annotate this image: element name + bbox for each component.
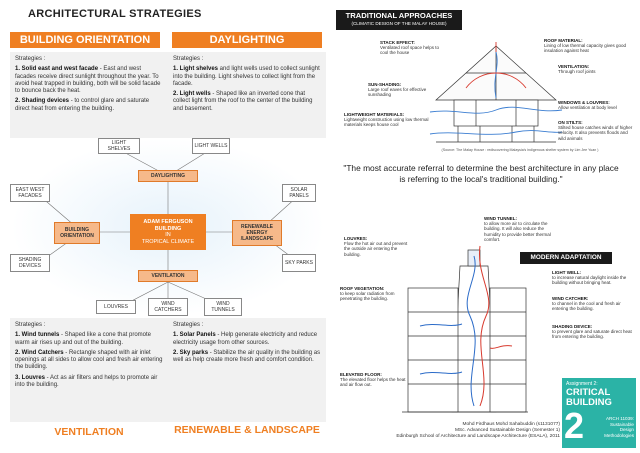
mindmap-area: LIGHT SHELVES LIGHT WELLS DAYLIGHTING EA…: [10, 138, 326, 316]
strategy-item: 1. Wind tunnels - Shaped like a cone tha…: [15, 332, 152, 346]
mindmap-leaf-sky-parks: SKY PARKS: [282, 254, 316, 272]
assignment-label: Assignment 2:: [566, 381, 598, 387]
assignment-title-line1: CRITICAL: [566, 387, 611, 398]
annotation-roof-material: ROOF MATERIAL:Lining of low thermal capa…: [544, 38, 627, 54]
strategy-item: 2. Sky parks - Stabilize the air quality…: [173, 349, 321, 364]
strategy-item: 2. Shading devices - to control glare an…: [15, 98, 150, 112]
assignment-number: 2: [564, 405, 585, 446]
credit-author: Mohd Firdhaus Mohd Sahabuddin (s1131077): [462, 422, 560, 427]
credit-programme: MSc. Advanced Sustainable Design (Semest…: [454, 428, 560, 433]
modern-building-illustration: [402, 245, 528, 413]
course-info: ARCH 11039: Sustainable Design Methodolo…: [604, 416, 634, 438]
mindmap-node-ventilation: VENTILATION: [138, 270, 198, 282]
credits: Mohd Firdhaus Mohd Sahabuddin (s1131077)…: [336, 422, 560, 440]
annotation-louvres: LOUVRES:Flow the hot air out and prevent…: [344, 236, 408, 257]
strategy-item: 2. Light wells - Shaped like an inverted…: [173, 91, 313, 112]
strategies-label: Strategies :: [15, 322, 46, 328]
renewable-heading: RENEWABLE & LANDSCAPE: [174, 424, 320, 436]
malay-house-illustration: [429, 42, 563, 143]
mindmap-leaf-louvres: LOUVRES: [96, 300, 136, 314]
renewable-panel: Strategies : 1. Solar Panels - Help gene…: [168, 318, 326, 422]
annotation-on-stilts: ON STILTS:Stilted house catches winds of…: [558, 120, 633, 141]
mindmap-leaf-solar-panels: SOLAR PANELS: [282, 184, 316, 202]
credit-school: Edinburgh School of Architecture and Lan…: [396, 434, 560, 439]
annotation-shading-device: SHADING DEVICE:to prevent glare and satu…: [552, 324, 632, 340]
daylighting-panel: Strategies : 1. Light shelves and light …: [168, 52, 326, 138]
mindmap-leaf-east-west-facades: EAST WEST FACADES: [10, 184, 50, 202]
traditional-heading: TRADITIONAL APPROACHES (CLIMATIC DESIGN …: [336, 10, 462, 30]
annotation-wind-catcher: WIND CATCHER:to channel in the cool and …: [552, 296, 621, 312]
annotation-windows-louvres: WINDOWS & LOUVRES:Allow ventilation at b…: [558, 100, 617, 111]
strategy-item: 2. Wind Catchers - Rectangle shaped with…: [15, 349, 163, 371]
annotation-elevated-floor: ELEVATED FLOOR:The elevated floor helps …: [340, 372, 406, 388]
annotation-light-well: LIGHT WELL:to increase natural daylight …: [552, 270, 627, 286]
annotation-wind-tunnel: WIND TUNNEL:to allow more air to circula…: [484, 216, 551, 242]
mindmap-node-renewable: RENEWABLE ENERGY /LANDSCAPE: [232, 220, 282, 246]
annotation-ventilation: VENTILATION:Through roof joints: [558, 64, 596, 75]
strategy-item: 1. Solid east and west facade - East and…: [15, 66, 161, 95]
strategy-item: 1. Solar Panels - Help generate electric…: [173, 332, 318, 346]
daylighting-heading: DAYLIGHTING: [172, 32, 322, 48]
strategies-label: Strategies :: [173, 56, 204, 62]
assignment-badge: Assignment 2: CRITICAL BUILDING 2 ARCH 1…: [562, 378, 636, 448]
quote-text: "The most accurate referral to determine…: [343, 163, 619, 184]
mindmap-leaf-shading-devices: SHADING DEVICES: [10, 254, 50, 272]
annotation-roof-vegetation: ROOF VEGETATION:to keep solar radiation …: [340, 286, 395, 302]
mindmap-leaf-light-wells: LIGHT WELLS: [192, 138, 230, 154]
page-title: ARCHITECTURAL STRATEGIES: [28, 8, 202, 20]
strategies-label: Strategies :: [173, 322, 204, 328]
mindmap-hub: ADAM FERGUSON BUILDING IN TROPICAL CLIMA…: [130, 214, 206, 250]
annotation-stack-effect: STACK EFFECT:Ventilated roof space helps…: [380, 40, 440, 56]
ventilation-panel: Strategies : 1. Wind tunnels - Shaped li…: [10, 318, 168, 422]
assignment-title-line2: BUILDING: [566, 397, 612, 408]
annotation-sun-shading: SUN-SHADING:Large roof eaves for effecti…: [368, 82, 427, 98]
mindmap-node-building-orientation: BUILDING ORIENTATION: [54, 222, 100, 244]
ventilation-heading: VENTILATION: [54, 426, 124, 438]
mindmap-node-daylighting: DAYLIGHTING: [138, 170, 198, 182]
modern-heading: MODERN ADAPTATION: [520, 252, 612, 264]
mindmap-leaf-wind-tunnels: WIND TUNNELS: [204, 298, 242, 316]
mindmap-leaf-wind-catchers: WIND CATCHERS: [148, 298, 188, 316]
building-orientation-heading: BUILDING ORIENTATION: [10, 32, 160, 48]
strategy-item: 3. Louvres - Act as air filters and help…: [15, 374, 158, 389]
strategy-item: 1. Light shelves and light wells used to…: [173, 66, 320, 87]
building-orientation-panel: Strategies : 1. Solid east and west faca…: [10, 52, 168, 138]
mindmap-leaf-light-shelves: LIGHT SHELVES: [98, 138, 140, 154]
source-caption: (Source: The Malay House : rediscovering…: [441, 148, 599, 152]
strategies-label: Strategies :: [15, 56, 46, 62]
annotation-lightweight-materials: LIGHTWEIGHT MATERIALS:Lightweight constr…: [344, 112, 429, 128]
